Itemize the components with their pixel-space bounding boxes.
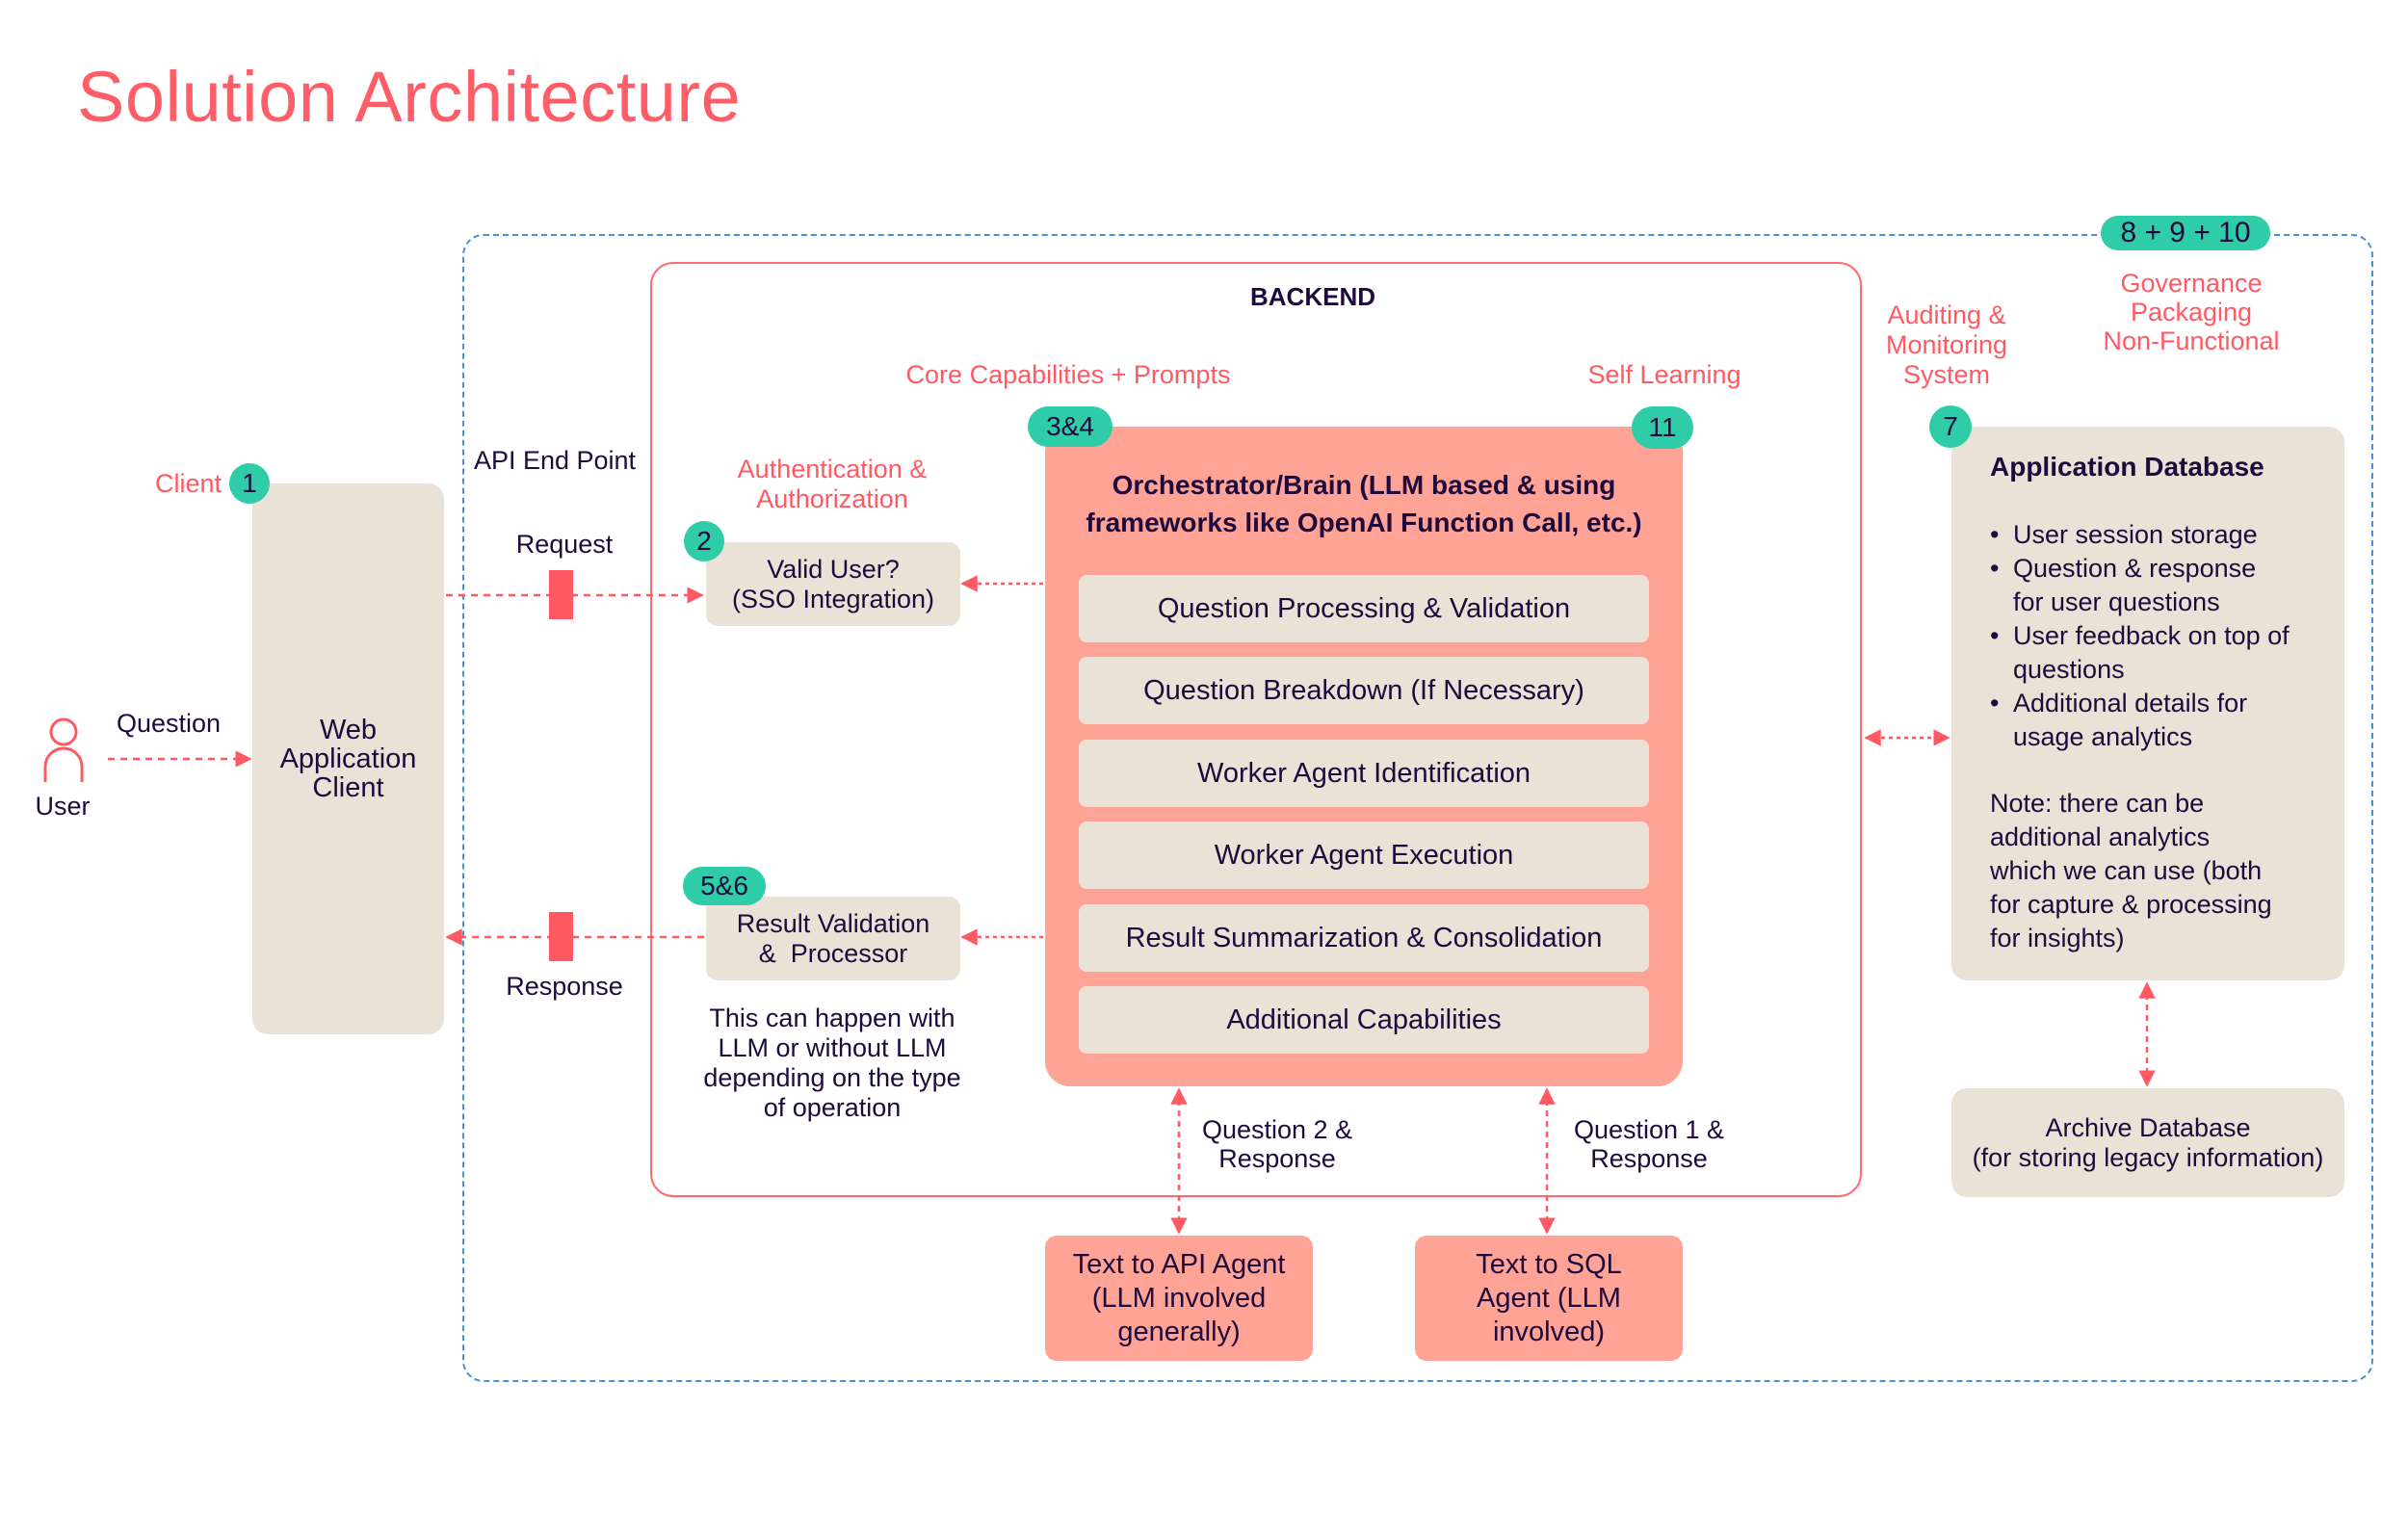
core-capabilities-label: Core Capabilities + Prompts [905,360,1231,389]
auth-label-line: Authentication & [737,455,928,483]
application-database-box[interactable]: Application Database User session storag… [1951,427,2344,980]
sql-agent-line: Text to SQL [1476,1248,1622,1280]
bullet-text: User feedback on top of [2013,621,2290,650]
platform-boundary [462,234,2373,1382]
q1-label-line: Response [1590,1144,1708,1173]
valid-user-box[interactable]: Valid User? (SSO Integration) [706,542,960,626]
step-badge-7: 7 [1929,405,1972,448]
orchestrator-step[interactable]: Worker Agent Execution [1079,822,1649,889]
web-client-line: Web [319,715,378,745]
orchestrator-step[interactable]: Question Processing & Validation [1079,575,1649,642]
request-marker [549,570,573,619]
orchestrator-step[interactable]: Worker Agent Identification [1079,740,1649,807]
request-label: Request [515,530,614,559]
archive-database-box[interactable]: Archive Database (for storing legacy inf… [1951,1088,2344,1197]
bullet-text: for user questions [2013,587,2220,616]
bullet-text: User session storage [2013,520,2258,549]
result-note-line: of operation [763,1093,902,1122]
orchestrator-title-line: Orchestrator/Brain (LLM based & using [1112,470,1616,500]
text-to-sql-agent-box[interactable]: Text to SQL Agent (LLM involved) [1415,1236,1683,1361]
result-note-line: depending on the type [703,1063,961,1092]
governance-label: Governance Packaging Non-Functional [2056,269,2326,355]
bullet-text: Additional details for [2013,689,2248,717]
app-db-note-line: Note: there can be [1990,789,2205,818]
step-badge-5-6: 5&6 [683,867,766,905]
auditing-line: System [1902,360,1991,389]
result-box-line: & Processor [758,938,908,968]
step-badge-8-9-10: 8 + 9 + 10 [2101,216,2270,250]
app-db-note-line: additional analytics [1990,822,2211,851]
web-client-line: Application [279,743,417,774]
valid-user-line: Valid User? [767,554,900,584]
bullet-text: Question & response [2013,554,2257,583]
web-application-client-box[interactable]: Web Application Client [252,483,444,1034]
q1-label-line: Question 1 & [1573,1115,1725,1144]
q2-label-line: Question 2 & [1201,1115,1353,1144]
orchestrator-title: Orchestrator/Brain (LLM based & using fr… [1045,466,1683,541]
response-label: Response [506,972,623,1001]
result-note-line: This can happen with [709,1004,955,1032]
sql-agent-line: involved) [1492,1316,1606,1347]
sql-agent-line: Agent (LLM [1477,1282,1621,1314]
text-to-api-agent-box[interactable]: Text to API Agent (LLM involved generall… [1045,1236,1313,1361]
api-agent-line: Text to API Agent [1072,1248,1286,1280]
orchestrator-step[interactable]: Result Summarization & Consolidation [1079,904,1649,972]
app-db-bullet: Question & response for user questions [1990,552,2290,619]
app-db-bullet: Additional details for usage analytics [1990,687,2290,754]
app-db-title: Application Database [1990,452,2264,482]
step-badge-2: 2 [684,521,724,561]
result-note-line: LLM or without LLM [718,1033,947,1062]
user-label: User [35,792,91,821]
step-badge-1: 1 [229,463,270,504]
result-validation-box[interactable]: Result Validation & Processor [706,897,960,980]
archive-db-line: Archive Database [2045,1112,2251,1142]
orchestrator-step[interactable]: Question Breakdown (If Necessary) [1079,657,1649,724]
result-box-line: Result Validation [736,908,930,938]
backend-title: BACKEND [1250,282,1375,311]
api-endpoint-label: API End Point [473,446,637,475]
orchestrator-title-line: frameworks like OpenAI Function Call, et… [1086,508,1642,537]
backend-boundary [650,262,1862,1197]
q2-label-line: Response [1218,1144,1336,1173]
app-db-note-line: for insights) [1990,924,2125,952]
user-icon [43,717,84,782]
api-agent-line: generally) [1117,1316,1241,1347]
api-agent-line: (LLM involved [1091,1282,1267,1314]
client-label: Client [154,469,222,498]
app-db-note-line: for capture & processing [1990,890,2272,919]
app-db-bullets: User session storage Question & response… [1990,518,2290,754]
orchestrator-step[interactable]: Additional Capabilities [1079,986,1649,1054]
web-client-line: Client [312,772,384,803]
self-learning-label: Self Learning [1587,360,1741,389]
auditing-label: Auditing & Monitoring System [1850,300,2043,390]
valid-user-line: (SSO Integration) [731,584,935,613]
page-title: Solution Architecture [77,57,742,137]
governance-line: Packaging [2130,298,2253,326]
auditing-line: Monitoring [1885,330,2008,359]
step-badge-11: 11 [1632,406,1693,449]
result-note: This can happen with LLM or without LLM … [678,1004,986,1123]
step-badge-3-4: 3&4 [1028,406,1112,447]
app-db-note: Note: there can be additional analytics … [1990,787,2272,955]
governance-line: Governance [2120,269,2263,298]
question-label: Question [116,709,222,738]
question-2-label: Question 2 & Response [1181,1115,1374,1173]
app-db-bullet: User feedback on top of questions [1990,619,2290,687]
response-marker [549,912,573,961]
app-db-bullet: User session storage [1990,518,2290,552]
auditing-line: Auditing & [1887,300,2006,329]
bullet-text: usage analytics [2013,722,2193,751]
bullet-text: questions [2013,655,2125,684]
governance-line: Non-Functional [2103,326,2280,355]
archive-db-line: (for storing legacy information) [1972,1142,2324,1172]
auth-label: Authentication & Authorization [707,455,957,514]
question-1-label: Question 1 & Response [1553,1115,1745,1173]
app-db-note-line: which we can use (both [1990,856,2263,885]
auth-label-line: Authorization [756,484,908,513]
